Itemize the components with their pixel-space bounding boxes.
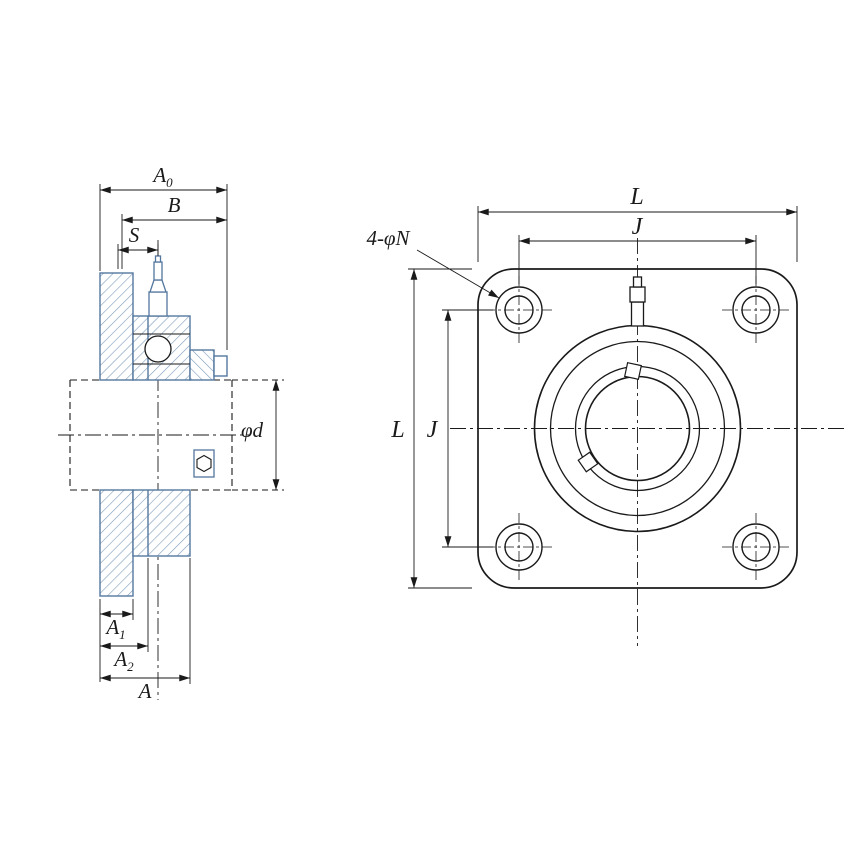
dim-label-a1: A1 <box>104 615 125 642</box>
flange-square-outline <box>477 268 798 589</box>
dim-label-l-top: L <box>629 184 643 210</box>
flange-plate-upper-section <box>99 272 134 381</box>
grease-nipple-taper <box>149 279 167 293</box>
dim-label-s: S <box>129 223 140 247</box>
grease-nipple-side <box>148 255 168 317</box>
dim-label-a2: A2 <box>112 647 134 674</box>
dim-phi-d <box>232 379 284 491</box>
set-screw-front-top <box>623 361 643 381</box>
grease-nipple-base <box>148 291 168 317</box>
set-screw-front-lower-left <box>577 451 599 473</box>
dim-label-j-top: J <box>632 214 644 240</box>
dim-label-j-left: J <box>427 417 439 443</box>
dim-label-a: A <box>137 679 152 703</box>
bearing-ball <box>144 335 172 363</box>
set-screws-front <box>577 361 643 473</box>
bolt-callout-label: 4-φN <box>366 226 410 250</box>
inner-ring-collar-section <box>189 349 215 381</box>
grease-nipple-front-tip <box>632 276 643 288</box>
housing-section <box>99 272 228 597</box>
dim-label-b: B <box>168 193 181 217</box>
bearing-detail <box>133 333 190 365</box>
side-view <box>69 255 233 597</box>
dim-label-phi-d: φd <box>241 418 264 442</box>
dim-label-a0: A0 <box>151 163 173 190</box>
front-view <box>477 268 798 589</box>
bolt-hole-centerlines <box>485 276 790 581</box>
flange-plate-lower-section <box>99 489 134 597</box>
grease-nipple-front-base <box>629 286 646 303</box>
set-screw-body <box>193 449 215 478</box>
side-grease-fitting <box>213 355 228 377</box>
set-screw-side <box>193 449 215 478</box>
grease-nipple-cap <box>154 255 162 263</box>
dim-label-l-left: L <box>390 417 404 443</box>
grease-nipple-front <box>629 276 646 327</box>
set-screw-hex-icon <box>196 454 212 473</box>
centerlines <box>58 238 845 700</box>
dimension-labels: A0 B S φd A1 A2 A L J L J 4-φN <box>104 163 643 703</box>
housing-boss-lower-section <box>132 489 191 557</box>
bolt-callout-leader-line <box>416 249 500 299</box>
grease-nipple-tip <box>153 261 163 281</box>
housing-spigot-circle <box>549 340 726 517</box>
side-view-dimensions <box>99 184 284 684</box>
front-view-dimensions <box>408 206 798 589</box>
grease-nipple-front-stem <box>630 301 645 327</box>
